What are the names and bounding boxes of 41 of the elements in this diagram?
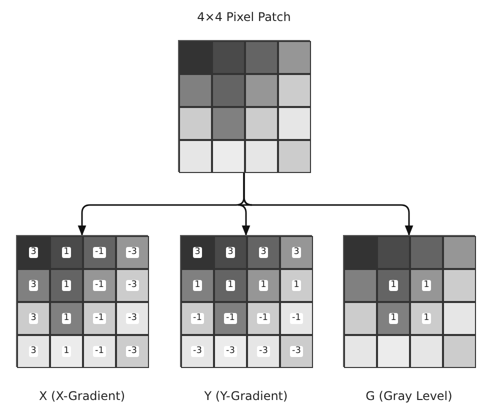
value-badge: -3: [224, 346, 237, 357]
value-badge: 1: [388, 280, 398, 291]
value-badge: 1: [62, 346, 72, 357]
value-badge: 3: [28, 280, 38, 291]
value-badge: 1: [62, 313, 72, 324]
value-badge: 3: [28, 247, 38, 258]
value-badge: -3: [191, 346, 204, 357]
value-badge: 3: [226, 247, 236, 258]
value-badge: 1: [258, 280, 268, 291]
value-badge: -1: [191, 313, 204, 324]
grid-caption: Y (Y-Gradient): [203, 389, 289, 403]
value-badge: 3: [28, 346, 38, 357]
value-badge: -3: [126, 280, 139, 291]
grid-caption: G (Gray Level): [364, 389, 454, 403]
value-badge: 1: [388, 313, 398, 324]
value-badge: 1: [292, 280, 302, 291]
value-badge: 3: [192, 247, 202, 258]
value-badge: -3: [126, 346, 139, 357]
value-badge: 3: [292, 247, 302, 258]
arrow: [243, 172, 414, 236]
value-badge: -3: [257, 346, 270, 357]
value-badge: -1: [93, 280, 106, 291]
value-badge: -1: [224, 313, 237, 324]
value-badge: 3: [28, 313, 38, 324]
value-badge: -1: [257, 313, 270, 324]
value-badge: 1: [422, 313, 432, 324]
value-badge: -3: [126, 313, 139, 324]
value-badge: -1: [93, 346, 106, 357]
value-badge: 1: [422, 280, 432, 291]
value-badge: 1: [62, 280, 72, 291]
patch-title: 4×4 Pixel Patch: [196, 10, 292, 24]
value-badge: -1: [93, 313, 106, 324]
value-badge: -3: [290, 346, 303, 357]
value-badge: -3: [126, 247, 139, 258]
value-badge: 1: [62, 247, 72, 258]
value-badge: 1: [192, 280, 202, 291]
value-badge: -1: [93, 247, 106, 258]
value-badge: -1: [290, 313, 303, 324]
value-badge: 1: [226, 280, 236, 291]
value-badge: 3: [258, 247, 268, 258]
grid-caption: X (X-Gradient): [38, 389, 126, 403]
